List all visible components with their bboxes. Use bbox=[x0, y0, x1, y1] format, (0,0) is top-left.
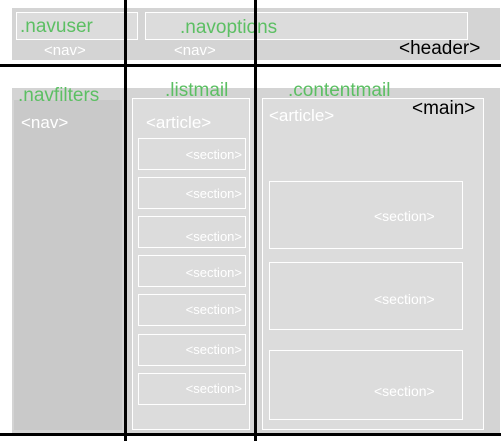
navoptions-box bbox=[145, 12, 468, 40]
listmail-class-label: .listmail bbox=[165, 80, 229, 101]
header-tag-label: <header> bbox=[399, 38, 481, 59]
contentmail-tag-label: <article> bbox=[269, 106, 335, 125]
section-tag-label: <section> bbox=[374, 383, 435, 399]
main-tag-label: <main> bbox=[412, 98, 476, 119]
contentmail-section: <section> bbox=[269, 181, 463, 249]
grid-line-vertical-left bbox=[124, 0, 127, 441]
section-tag-label: <section> bbox=[185, 342, 242, 357]
listmail-section: <section> bbox=[138, 334, 246, 366]
navoptions-tag-label: <nav> bbox=[174, 42, 216, 59]
contentmail-article bbox=[262, 98, 484, 430]
listmail-tag-label: <article> bbox=[146, 113, 212, 132]
listmail-section: <section> bbox=[138, 373, 246, 405]
listmail-section: <section> bbox=[138, 177, 246, 209]
navfilters-class-label: .navfilters bbox=[18, 85, 100, 106]
section-tag-label: <section> bbox=[185, 381, 242, 396]
section-tag-label: <section> bbox=[374, 208, 435, 224]
contentmail-class-label: .contentmail bbox=[288, 80, 391, 101]
grid-line-horizontal-top bbox=[0, 64, 501, 67]
section-tag-label: <section> bbox=[374, 291, 435, 307]
section-tag-label: <section> bbox=[185, 186, 242, 201]
listmail-article bbox=[132, 98, 250, 430]
navuser-class-label: .navuser bbox=[20, 16, 93, 37]
section-tag-label: <section> bbox=[185, 302, 242, 317]
grid-line-horizontal-bottom bbox=[0, 433, 501, 436]
navoptions-class-label: .navoptions bbox=[180, 17, 278, 38]
listmail-section: <section> bbox=[138, 255, 246, 287]
contentmail-section: <section> bbox=[269, 262, 463, 330]
listmail-section: <section> bbox=[138, 294, 246, 326]
listmail-section: <section> bbox=[138, 216, 246, 248]
listmail-section: <section> bbox=[138, 138, 246, 170]
section-tag-label: <section> bbox=[185, 229, 242, 244]
navfilters-box bbox=[14, 100, 122, 430]
section-tag-label: <section> bbox=[185, 147, 242, 162]
navfilters-tag-label: <nav> bbox=[21, 113, 69, 132]
navuser-box bbox=[16, 12, 138, 40]
grid-line-vertical-right bbox=[254, 0, 257, 441]
navuser-tag-label: <nav> bbox=[44, 42, 86, 59]
contentmail-section: <section> bbox=[269, 350, 463, 420]
section-tag-label: <section> bbox=[185, 265, 242, 280]
